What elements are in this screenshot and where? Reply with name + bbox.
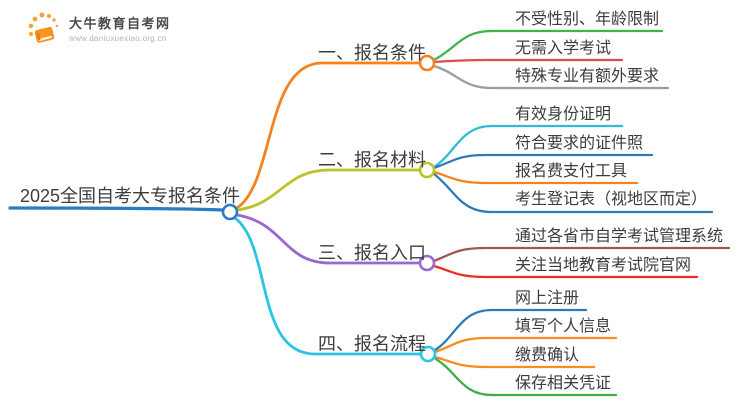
- branch-2-child-4-label: 考生登记表（视地区而定）: [515, 191, 708, 208]
- branch-4-child-3-label: 缴费确认: [515, 347, 580, 364]
- logo-title: 大牛教育自考网: [69, 16, 171, 31]
- edge-branch-4-child-4: [434, 357, 618, 397]
- branch-2-circle: [418, 161, 436, 179]
- edge-root-to-branch-2: [235, 168, 422, 212]
- edge-branch-1-child-2: [432, 58, 624, 64]
- branch-3-circle: [418, 254, 436, 272]
- branch-1-child-1-label: 不受性别、年龄限制: [515, 11, 660, 28]
- edge-branch-1-child-1: [432, 29, 664, 62]
- branch-1-circle: [418, 54, 436, 72]
- edge-branch-4-child-3: [433, 355, 596, 369]
- edge-branch-2-child-2: [432, 153, 654, 170]
- edge-branch-2-child-1: [432, 124, 624, 169]
- branch-2-child-2-label: 符合要求的证件照: [515, 135, 644, 152]
- branch-1-child-2-label: 无需入学考试: [515, 40, 612, 57]
- branch-2-child-3-label: 报名费支付工具: [515, 163, 628, 180]
- logo-text: 大牛教育自考网 www.daniuxuexiao.org.cn: [69, 13, 171, 43]
- branch-2-label: 二、报名材料: [318, 150, 426, 170]
- edge-root-to-branch-3: [235, 213, 422, 265]
- logo-url: www.daniuxuexiao.org.cn: [69, 34, 167, 43]
- root-node-circle: [221, 203, 239, 221]
- logo: 大牛教育自考网 www.daniuxuexiao.org.cn: [26, 10, 171, 46]
- branch-3-label: 三、报名入口: [318, 243, 426, 263]
- branch-1-label: 一、报名条件: [318, 43, 426, 63]
- branch-4-child-1-label: 网上注册: [515, 290, 580, 307]
- root-underline: [8, 206, 225, 212]
- branch-4-child-2-label: 填写个人信息: [515, 318, 612, 335]
- branch-3-child-1-label: 通过各省市自学考试管理系统: [515, 228, 724, 245]
- logo-book-icon: [28, 12, 59, 43]
- branch-4-child-4-label: 保存相关凭证: [515, 375, 612, 392]
- branch-4-circle: [419, 345, 437, 363]
- branch-1-child-3-label: 特殊专业有额外要求: [515, 68, 660, 85]
- edge-branch-4-child-1: [433, 308, 588, 352]
- edge-root-to-branch-4: [233, 216, 423, 356]
- edge-branch-2-child-4: [432, 172, 714, 214]
- edge-branch-4-child-2: [433, 336, 618, 354]
- branch-2-child-1-label: 有效身份证明: [515, 106, 612, 123]
- edge-branch-3-child-2: [432, 264, 699, 279]
- edge-branch-1-child-3: [432, 64, 670, 90]
- root-node-label: 2025全国自考大专报名条件: [20, 186, 241, 206]
- edge-branch-3-child-1: [432, 246, 731, 263]
- branch-3-child-2-label: 关注当地教育考试院官网: [515, 257, 692, 274]
- edge-root-to-branch-1: [235, 61, 422, 210]
- branch-4-label: 四、报名流程: [318, 334, 426, 354]
- edge-branch-2-child-3: [432, 170, 639, 185]
